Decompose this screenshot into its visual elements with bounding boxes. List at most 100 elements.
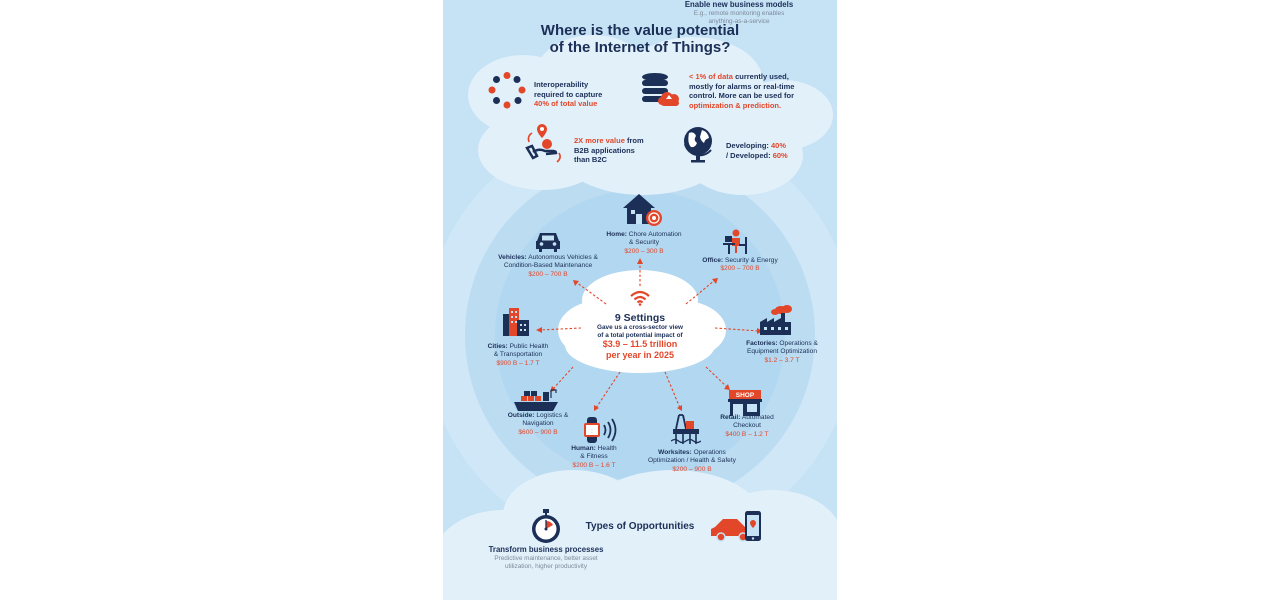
shop-sign-text: SHOP	[736, 392, 755, 399]
setting-human-desc-2: & Fitness	[580, 453, 608, 461]
fact-b2b: 2X more value from B2B applications than…	[574, 136, 664, 165]
opportunity-transform-title: Transform business processes	[488, 545, 604, 554]
factory-icon	[760, 305, 792, 335]
setting-vehicles-desc-1: Autonomous Vehicles &	[526, 254, 598, 261]
setting-factories-desc-1: Operations &	[777, 340, 818, 347]
title-line-1: Where is the value potential	[540, 22, 740, 39]
fact-dev-line-1: Developing: 40%	[726, 141, 826, 151]
top-cloud	[468, 35, 833, 195]
connector-arrows	[539, 262, 760, 409]
center-value-2: per year in 2025	[605, 349, 675, 360]
opportunity-transform-desc-1: Predictive maintenance, better asset	[494, 554, 598, 562]
house-icon	[623, 194, 662, 226]
fact-interoperability: Interoperability required to capture 40%…	[534, 80, 634, 109]
setting-factories-name: Factories:	[746, 340, 778, 347]
opportunities-heading: Types of Opportunities	[585, 521, 695, 532]
opportunity-transform-desc-2: utilization, higher productivity	[504, 562, 588, 570]
hand-coin-icon	[525, 124, 561, 163]
oil-rig-icon	[671, 414, 701, 444]
fact-dev-value-1: 40%	[771, 141, 787, 150]
setting-worksites-name: Worksites:	[658, 449, 692, 456]
fact-data-line-3: control. More can be used for	[689, 91, 795, 100]
wifi-icon	[630, 290, 650, 306]
setting-vehicles-value: $200 – 700 B	[528, 270, 568, 278]
fact-interop-line-1: Interoperability	[534, 80, 589, 89]
setting-outside-name: Outside:	[507, 412, 535, 419]
setting-outside-desc-2: Navigation	[522, 420, 554, 428]
setting-office: Office: Security & Energy $200 – 700 B	[690, 257, 790, 274]
fact-data-highlight: < 1% of data	[689, 72, 733, 81]
setting-retail: Retail: Automated Checkout $400 B – 1.2 …	[705, 414, 789, 439]
fact-data-line-2: mostly for alarms or real-time	[689, 81, 795, 91]
fact-b2b-line-3: than B2C	[574, 155, 607, 164]
stopwatch-icon	[532, 509, 560, 543]
opportunity-transform: Transform business processes Predictive …	[473, 545, 619, 571]
center-heading: 9 Settings	[614, 312, 666, 324]
opportunity-new-models: Enable new business models E.g., remote …	[665, 0, 813, 26]
fact-data-line-1-rest: currently used,	[732, 72, 789, 81]
setting-office-value: $200 – 700 B	[720, 265, 760, 273]
setting-factories-desc-2: Equipment Optimization	[746, 348, 817, 356]
setting-vehicles-desc-2: Condition-Based Maintenance	[503, 262, 593, 270]
setting-cities-desc-1: Public Health	[507, 343, 549, 350]
setting-vehicles: Vehicles: Autonomous Vehicles & Conditio…	[483, 254, 613, 279]
setting-worksites-desc-1: Operations	[691, 449, 726, 456]
setting-cities-desc-2: & Transportation	[493, 351, 543, 359]
fact-dev-line-2: / Developed: 60%	[726, 151, 826, 161]
shop-icon: SHOP	[728, 390, 762, 416]
globe-icon	[684, 127, 712, 163]
fact-b2b-highlight: 2X more value	[574, 136, 625, 145]
page-title: Where is the value potential of the Inte…	[443, 22, 837, 56]
setting-retail-desc-2: Checkout	[733, 422, 761, 430]
fact-interop-line-2: required to capture	[534, 89, 603, 99]
fact-interop-highlight: 40% of total value	[534, 99, 598, 108]
setting-home-value: $200 – 300 B	[624, 247, 664, 255]
setting-worksites-desc-2: Optimization / Health & Safety	[648, 457, 736, 465]
setting-office-desc-1: Security & Energy	[723, 257, 778, 264]
car-icon	[536, 233, 560, 252]
fact-data-highlight-2: optimization & prediction.	[689, 100, 782, 110]
car-phone-icon	[711, 511, 761, 542]
setting-outside-value: $600 – 900 B	[518, 428, 558, 436]
infographic-poster: Where is the value potential of the Inte…	[443, 0, 837, 600]
database-cloud-icon	[642, 73, 679, 106]
opportunity-new-models-desc-2: anything-as-a-service	[708, 17, 770, 25]
smartwatch-icon: :	[584, 417, 617, 443]
setting-retail-value: $400 B – 1.2 T	[725, 430, 769, 438]
setting-human-value: $200 B – 1.6 T	[572, 461, 616, 469]
center-value-1: $3.9 – 11.5 trillion	[602, 339, 678, 350]
ship-icon	[514, 389, 558, 411]
buildings-icon	[503, 308, 529, 336]
setting-human-name: Human:	[571, 445, 596, 452]
setting-home-desc-2: & Security	[628, 239, 660, 247]
center-cloud	[558, 270, 726, 373]
fact-b2b-line-1: 2X more value from	[574, 136, 664, 146]
setting-outside: Outside: Logistics & Navigation $600 – 9…	[493, 412, 583, 437]
fact-b2b-line-2: B2B applications	[574, 145, 635, 155]
opportunity-new-models-desc-1: E.g., remote monitoring enables	[693, 9, 785, 17]
fact-dev-label-2: / Developed:	[726, 150, 773, 160]
fact-dev-label-1: Developing:	[726, 141, 772, 150]
setting-retail-desc-1: Automated	[740, 414, 774, 421]
setting-cities-name: Cities:	[487, 343, 508, 350]
network-ring-icon	[488, 72, 526, 109]
fact-data-line-1: < 1% of data currently used,	[689, 72, 829, 82]
setting-retail-name: Retail:	[720, 414, 741, 421]
setting-worksites: Worksites: Operations Optimization / Hea…	[633, 449, 751, 474]
setting-worksites-value: $200 – 900 B	[672, 465, 712, 473]
title-line-2: of the Internet of Things?	[549, 39, 731, 56]
fact-b2b-line-1-rest: from	[624, 136, 644, 145]
fact-developing: Developing: 40% / Developed: 60%	[726, 141, 826, 160]
setting-factories-value: $1.2 – 3.7 T	[764, 356, 800, 364]
setting-office-name: Office:	[702, 257, 724, 264]
svg-text::: :	[591, 429, 592, 435]
setting-cities: Cities: Public Health & Transportation $…	[473, 343, 563, 368]
setting-vehicles-name: Vehicles:	[498, 254, 527, 261]
setting-cities-value: $900 B – 1.7 T	[496, 359, 540, 367]
fact-dev-value-2: 60%	[772, 150, 788, 160]
setting-human: Human: Health & Fitness $200 B – 1.6 T	[553, 445, 635, 470]
setting-human-desc-1: Health	[595, 445, 617, 452]
center-summary: 9 Settings Gave us a cross-sector view o…	[565, 312, 715, 360]
center-line-2: of a total potential impact of	[597, 331, 683, 339]
setting-home-name: Home:	[606, 231, 627, 238]
